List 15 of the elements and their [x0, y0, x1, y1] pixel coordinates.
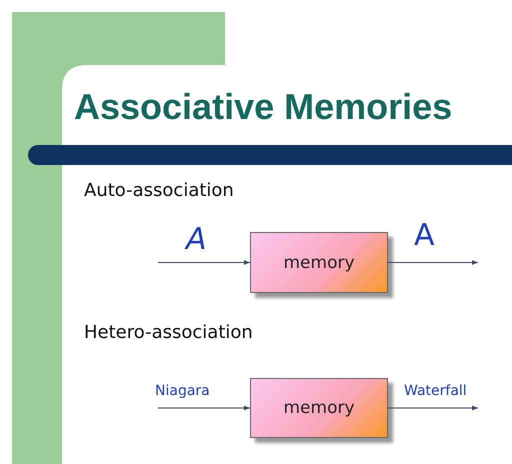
- memory-box: [250, 378, 388, 438]
- memory-box: [250, 232, 388, 293]
- edge-label: Waterfall: [404, 384, 467, 400]
- arrow: [158, 260, 250, 265]
- title: Associative Memories: [74, 86, 452, 128]
- section-heading: Hetero-association: [84, 322, 253, 343]
- section-heading: Auto-association: [84, 180, 234, 201]
- box-label: memory: [283, 252, 355, 272]
- edge-label: A: [186, 222, 207, 256]
- arrow: [388, 406, 478, 410]
- box-label: memory: [283, 398, 355, 418]
- arrow: [158, 406, 250, 410]
- edge-label: A: [414, 218, 435, 252]
- arrow: [388, 260, 478, 265]
- edge-label: Niagara: [155, 384, 210, 400]
